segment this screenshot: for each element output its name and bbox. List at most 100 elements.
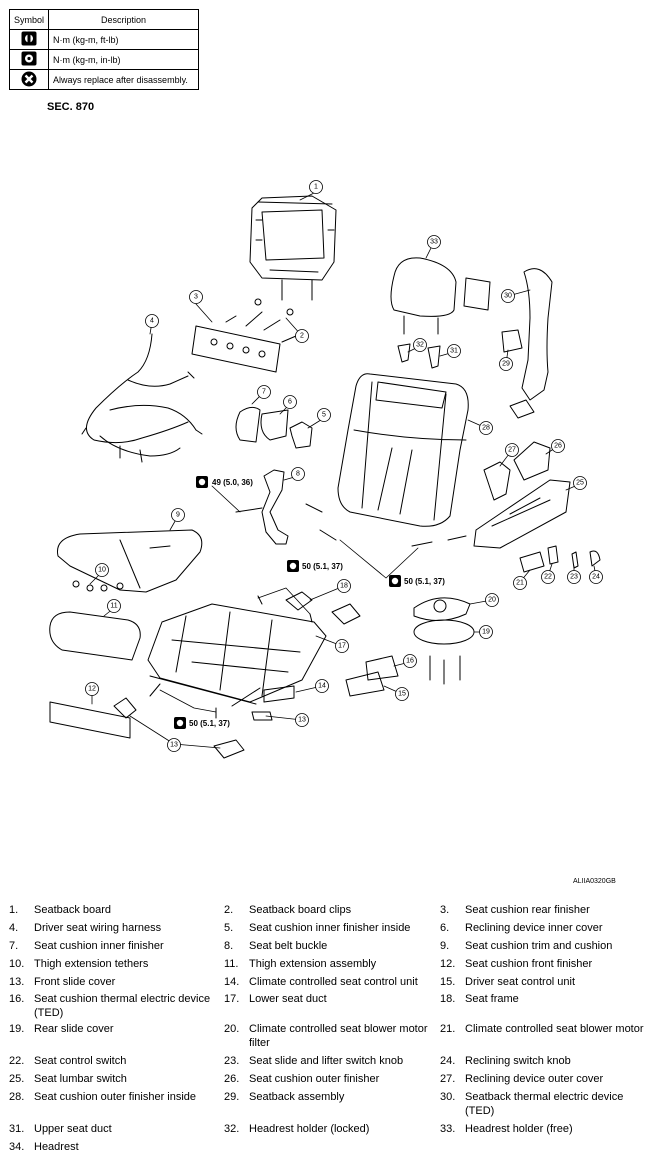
- legend-label: Seatback thermal electric device (TED): [465, 1091, 624, 1117]
- legend-number: 21.: [440, 1023, 456, 1035]
- part-number-label: 23: [570, 574, 578, 581]
- legend-label: Seat cushion inner finisher inside: [249, 922, 411, 934]
- legend-label: Reclining device inner cover: [465, 922, 603, 934]
- always-replace-icon: [21, 71, 37, 86]
- part-number-label: 13: [170, 742, 178, 749]
- seat-cushion-rear-finisher-part: [191, 298, 297, 373]
- torque-wrench-icon: [21, 31, 37, 46]
- blower-motor-part: [413, 597, 475, 685]
- rear-slide-cover-part: [285, 591, 361, 625]
- part-number-callout: 11: [107, 599, 121, 613]
- part-number-callout: 22: [541, 570, 555, 584]
- part-number-callout: 16: [403, 654, 417, 668]
- exploded-seat-diagram: 49 (5.0, 36) 50 (5.1, 37) 50 (5.1, 37) 5…: [49, 180, 603, 759]
- part-number-callout: 13: [295, 713, 309, 727]
- part-number-callout: 24: [589, 570, 603, 584]
- legend-number: 17.: [224, 993, 240, 1005]
- legend-number: 5.: [224, 922, 234, 934]
- part-number-label: 4: [150, 318, 154, 325]
- legend-number: 3.: [440, 904, 450, 916]
- legend-number: 19.: [9, 1023, 25, 1035]
- symbol-description: N·m (kg-m, in-lb): [48, 49, 200, 70]
- legend-number: 27.: [440, 1073, 456, 1085]
- bolts-part: [149, 503, 467, 719]
- part-number-callout: 17: [335, 639, 349, 653]
- legend-label: Front slide cover: [34, 976, 116, 988]
- legend-label: Seat control switch: [34, 1055, 127, 1067]
- description-header: Description: [48, 9, 200, 30]
- torque-callout: 50 (5.1, 37): [174, 717, 230, 729]
- torque-callout: 50 (5.1, 37): [287, 560, 343, 572]
- part-number-label: 25: [576, 480, 584, 487]
- torque-callout: 50 (5.1, 37): [389, 575, 445, 587]
- part-number-label: 31: [450, 348, 458, 355]
- legend-number: 26.: [224, 1073, 240, 1085]
- legend-number: 32.: [224, 1123, 240, 1135]
- headrest-holders-part: [397, 343, 441, 369]
- legend-label: Climate controlled seat blower motor: [465, 1023, 644, 1035]
- torque-callout-label: 50 (5.1, 37): [302, 562, 343, 571]
- legend-number: 7.: [9, 940, 19, 952]
- section-number: SEC. 870: [47, 101, 95, 113]
- part-number-label: 5: [322, 412, 326, 419]
- symbol-table: Symbol Description N·m (kg-m, ft-lb) N·m…: [8, 9, 200, 90]
- legend-label: Thigh extension tethers: [34, 958, 149, 970]
- legend-label: Seat frame: [465, 993, 519, 1005]
- torque-callout-label: 49 (5.0, 36): [212, 478, 253, 487]
- part-number-label: 18: [340, 583, 348, 590]
- legend-label: Seat cushion front finisher: [465, 958, 593, 970]
- seat-switches-part: [519, 545, 601, 573]
- part-number-callout: 3: [189, 290, 203, 304]
- part-number-label: 33: [430, 239, 438, 246]
- legend-label: Driver seat control unit: [465, 976, 576, 988]
- part-number-label: 7: [262, 389, 266, 396]
- legend-number: 12.: [440, 958, 456, 970]
- legend-number: 29.: [224, 1091, 240, 1103]
- symbol-table-header: Symbol Description: [8, 9, 200, 30]
- part-number-callout: 4: [145, 314, 159, 328]
- legend-label: Seatback assembly: [249, 1091, 345, 1103]
- part-number-callout: 27: [505, 443, 519, 457]
- legend-label: Climate controlled seat control unit: [249, 976, 418, 988]
- legend-number: 28.: [9, 1091, 25, 1103]
- part-number-callout: 26: [551, 439, 565, 453]
- figure-id: ALIIA0320GB: [573, 878, 616, 885]
- part-number-callout: 30: [501, 289, 515, 303]
- seatback-assembly-part: [337, 373, 469, 527]
- upper-duct-part: [501, 268, 553, 419]
- part-number-callout: 15: [395, 687, 409, 701]
- torque-callout-label: 50 (5.1, 37): [189, 719, 230, 728]
- seat-cushion-outer-finisher-part: [473, 441, 571, 549]
- legend-label: Seatback board: [34, 904, 112, 916]
- symbol-description: N·m (kg-m, ft-lb): [48, 29, 200, 50]
- part-number-label: 19: [482, 629, 490, 636]
- symbol-row: N·m (kg-m, in-lb): [8, 49, 200, 70]
- legend-number: 20.: [224, 1023, 240, 1035]
- part-number-callout: 19: [479, 625, 493, 639]
- legend-label: Seat belt buckle: [249, 940, 328, 952]
- legend-number: 25.: [9, 1073, 25, 1085]
- torque-wrench-small-icon: [21, 51, 37, 66]
- legend-label: Seat cushion outer finisher: [249, 1073, 380, 1085]
- part-number-label: 24: [592, 574, 600, 581]
- legend-label: Headrest: [34, 1141, 79, 1153]
- legend-label: Headrest holder (locked): [249, 1123, 370, 1135]
- legend-number: 34.: [9, 1141, 25, 1153]
- part-number-callout: 25: [573, 476, 587, 490]
- legend-number: 24.: [440, 1055, 456, 1067]
- part-number-callout: 7: [257, 385, 271, 399]
- part-number-callout: 28: [479, 421, 493, 435]
- legend-number: 1.: [9, 904, 19, 916]
- part-number-label: 1: [314, 184, 318, 191]
- front-slide-cover-part: [113, 697, 245, 759]
- legend-number: 23.: [224, 1055, 240, 1067]
- seat-cushion-front-finisher-part: [49, 701, 131, 739]
- part-number-callout: 23: [567, 570, 581, 584]
- headrest-part: [390, 257, 491, 335]
- torque-callout: 49 (5.0, 36): [196, 476, 253, 488]
- part-number-label: 26: [554, 443, 562, 450]
- legend-number: 8.: [224, 940, 234, 952]
- part-number-label: 13: [298, 717, 306, 724]
- symbol-description: Always replace after disassembly.: [48, 69, 200, 90]
- torque-callout-label: 50 (5.1, 37): [404, 577, 445, 586]
